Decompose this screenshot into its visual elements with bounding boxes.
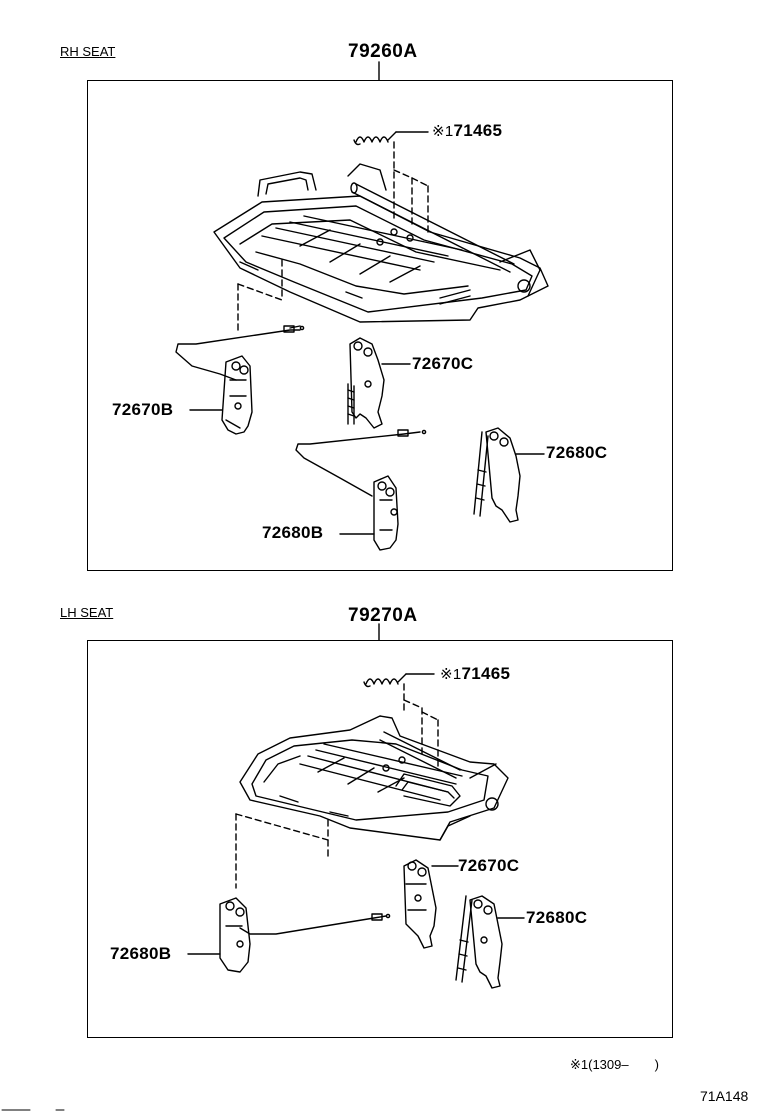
rh-seat-frame-box: [87, 80, 673, 571]
footnote-range: (1309– ): [588, 1057, 659, 1072]
lh-cable-drawing: [239, 913, 391, 935]
lh-seat-label: LH SEAT: [60, 605, 114, 620]
lh-seat-frame-box: [87, 640, 673, 1038]
lh-spring-mark: ※1: [440, 666, 462, 683]
lh-bracket-72670c-drawing: [403, 859, 437, 949]
footnote: ※1(1309– ): [570, 1054, 659, 1073]
lh-bracket-72680c-drawing: [455, 895, 503, 989]
lh-part-72680c: 72680C: [526, 908, 588, 927]
figure-id: 71A148: [700, 1088, 749, 1104]
lh-spring-drawing: [363, 673, 435, 688]
rh-cable-72680b-drawing: [295, 429, 427, 497]
rh-part-72670b: 72670B: [112, 400, 174, 419]
lh-spring-part-number: ※171465: [440, 664, 510, 684]
lh-part-72670c: 72670C: [458, 856, 520, 875]
rh-seat-label: RH SEAT: [60, 44, 116, 59]
rh-part-72680c: 72680C: [546, 443, 608, 462]
rh-spring-mark: ※1: [432, 123, 454, 140]
rh-cable-72670b-drawing: [175, 325, 305, 381]
rh-bracket-72680b-drawing: [373, 475, 399, 551]
rh-assembly-number: 79260A: [348, 41, 418, 62]
rh-seat-frame-drawing: [213, 163, 549, 323]
footnote-mark: ※1: [570, 1057, 589, 1072]
rh-spring-number: 71465: [453, 121, 503, 140]
rh-spring-drawing: [353, 131, 429, 146]
rh-part-72670c: 72670C: [412, 354, 474, 373]
rh-bracket-72670b-drawing: [221, 355, 253, 435]
lh-part-72680b: 72680B: [110, 944, 172, 963]
lh-spring-number: 71465: [461, 664, 511, 683]
lh-bracket-72680b-drawing: [219, 897, 251, 973]
rh-spring-part-number: ※171465: [432, 121, 502, 141]
lh-assembly-number: 79270A: [348, 605, 418, 626]
rh-bracket-72670c-drawing: [347, 337, 385, 429]
lh-seat-frame-drawing: [239, 715, 509, 841]
rh-bracket-72680c-drawing: [473, 427, 521, 523]
rh-part-72680b: 72680B: [262, 523, 324, 542]
